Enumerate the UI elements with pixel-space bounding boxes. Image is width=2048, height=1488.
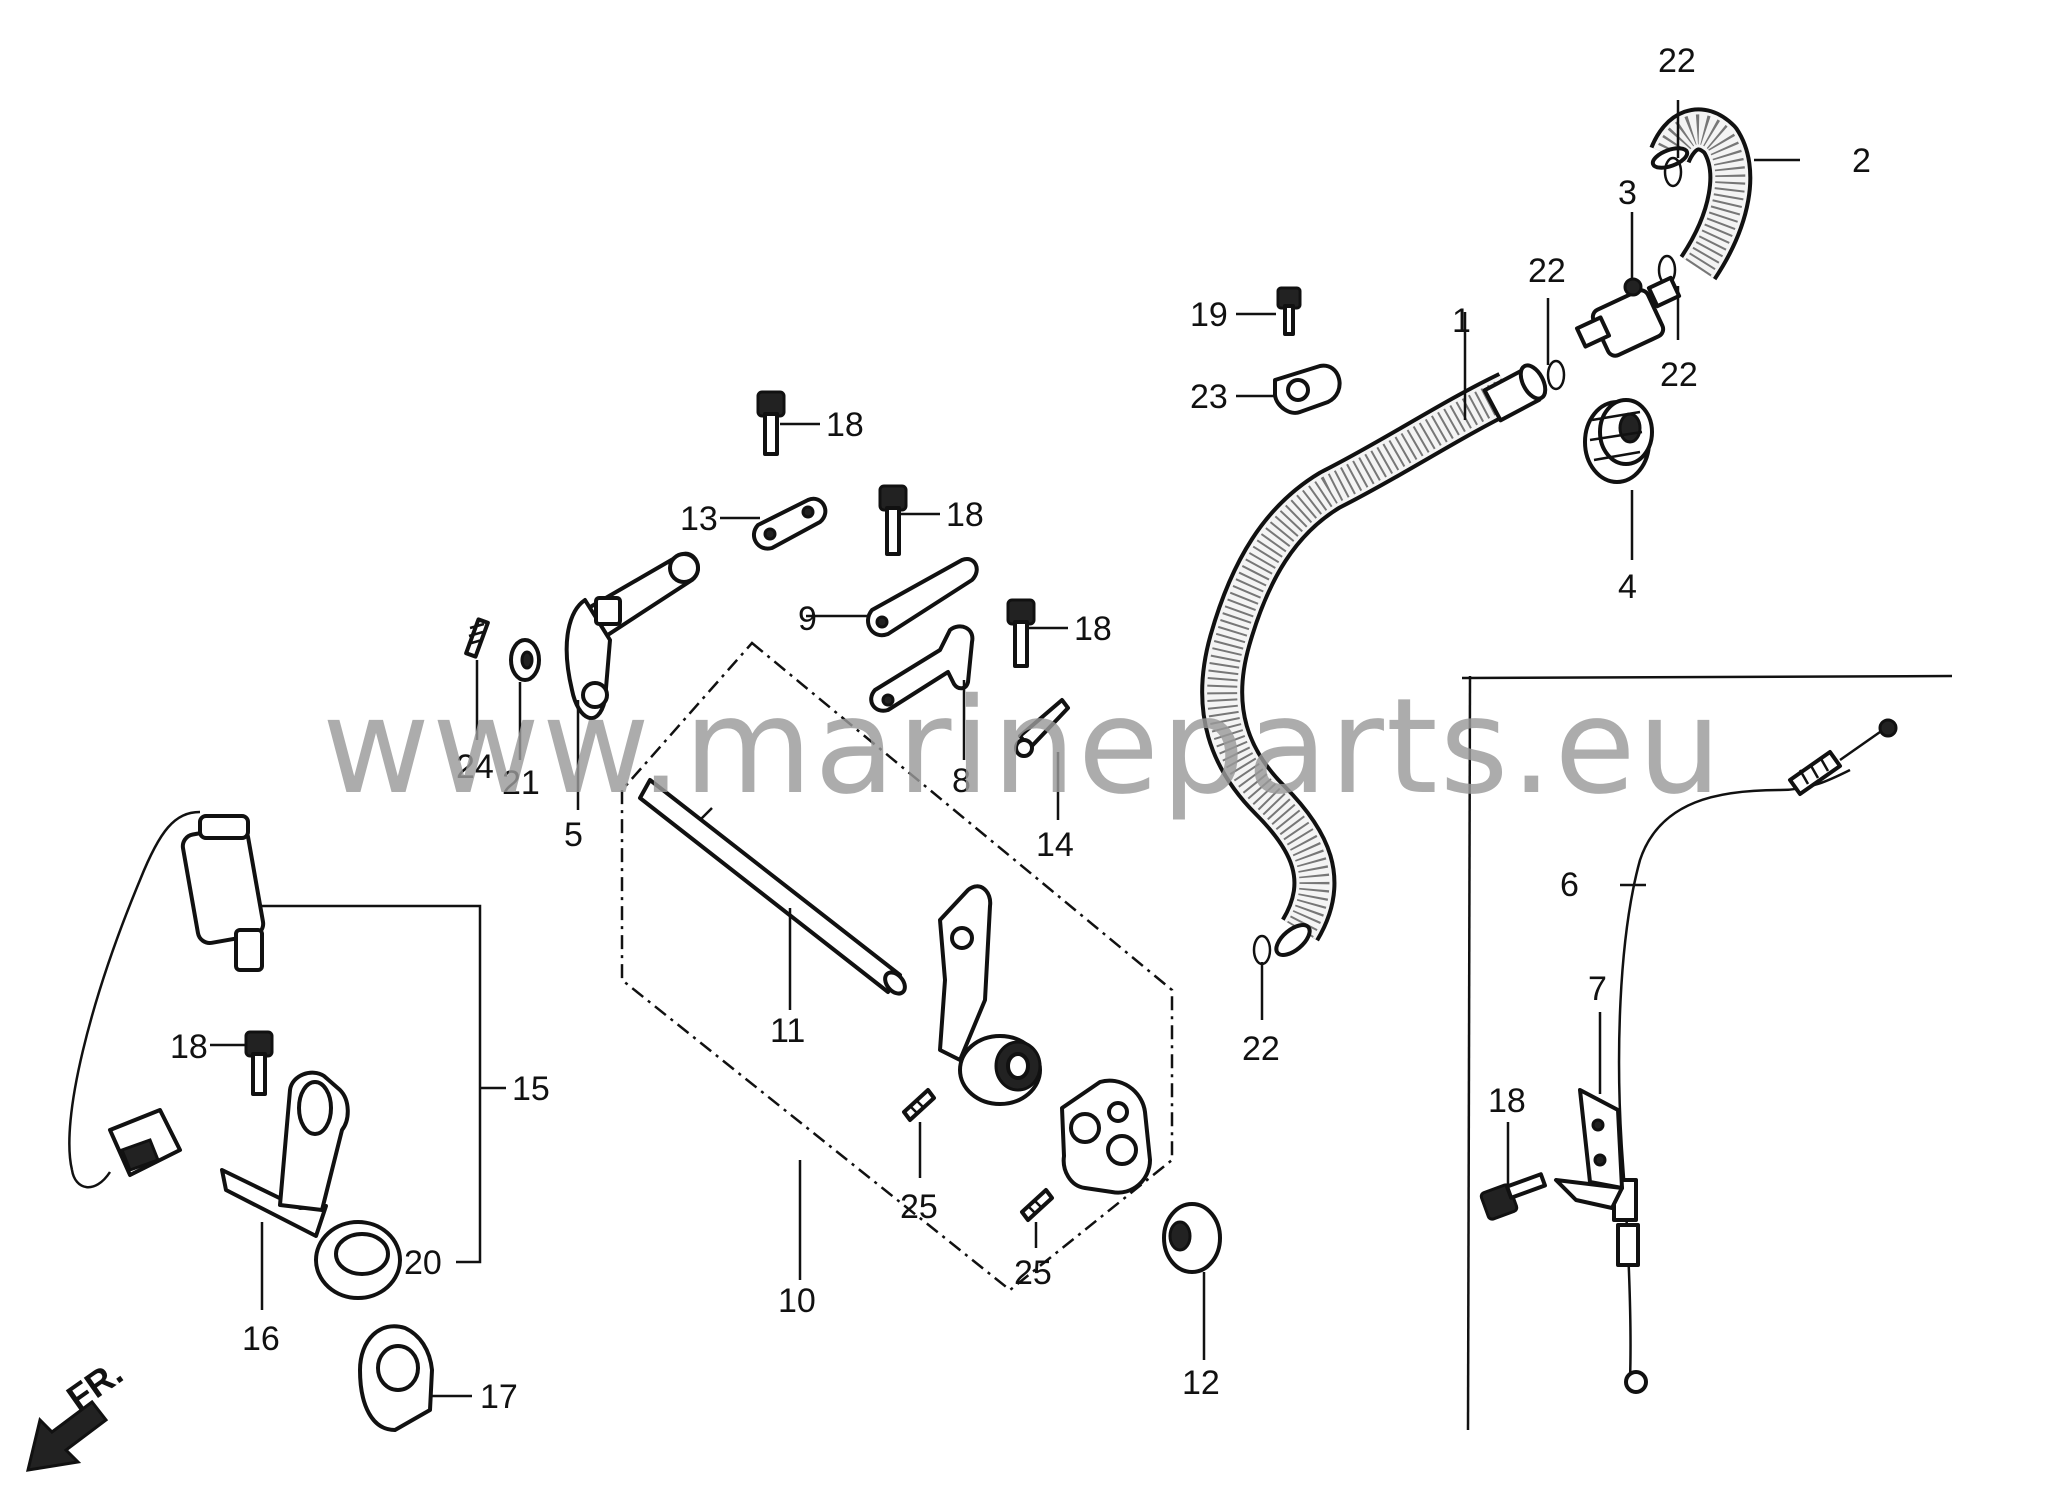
callout-18: 18 bbox=[946, 496, 984, 534]
callout-1: 1 bbox=[1452, 302, 1471, 340]
callout-7: 7 bbox=[1588, 970, 1607, 1008]
callout-2: 2 bbox=[1852, 142, 1871, 180]
callout-18: 18 bbox=[1488, 1082, 1526, 1120]
callout-5: 5 bbox=[564, 816, 583, 854]
callout-18: 18 bbox=[170, 1028, 208, 1066]
callout-10: 10 bbox=[778, 1282, 816, 1320]
ring-20-part bbox=[314, 1220, 402, 1300]
callout-13: 13 bbox=[680, 500, 718, 538]
inset-frame bbox=[1461, 674, 1953, 680]
callout-25: 25 bbox=[900, 1188, 938, 1226]
shaft-11-part bbox=[638, 778, 907, 996]
callout-21: 21 bbox=[502, 764, 540, 802]
spring-25-part bbox=[1020, 1188, 1054, 1222]
callout-12: 12 bbox=[1182, 1364, 1220, 1402]
bolt-18-part bbox=[756, 390, 786, 456]
spring-pin-24-part bbox=[464, 617, 490, 659]
callout-4: 4 bbox=[1618, 568, 1637, 606]
callout-22: 22 bbox=[1528, 252, 1566, 290]
bolt-18-part bbox=[1479, 1172, 1547, 1221]
clip-14-part bbox=[1014, 698, 1070, 758]
assembly-10-outline bbox=[620, 641, 1174, 1292]
fuel-fitting-part bbox=[1574, 275, 1682, 358]
grommet-12-part bbox=[1162, 1202, 1222, 1274]
clamp-23-part bbox=[1273, 363, 1342, 415]
bolt-18-part bbox=[1006, 598, 1036, 668]
callout-24: 24 bbox=[456, 748, 494, 786]
callout-16: 16 bbox=[242, 1320, 280, 1358]
callout-25: 25 bbox=[1014, 1254, 1052, 1292]
cam-part bbox=[1060, 1078, 1152, 1195]
lever-5-part bbox=[564, 551, 700, 721]
shift-arm-part bbox=[938, 884, 1042, 1106]
fuel-hose-part bbox=[1200, 363, 1548, 957]
callout-22: 22 bbox=[1242, 1030, 1280, 1068]
plate-13-part bbox=[752, 496, 828, 551]
callout-18: 18 bbox=[826, 406, 864, 444]
callout-labels: 1 2 3 4 5 6 7 8 9 10 11 12 13 14 15 16 1… bbox=[170, 42, 1871, 1416]
callout-11: 11 bbox=[770, 1012, 805, 1050]
fr-label: FR. bbox=[59, 1352, 130, 1419]
callout-6: 6 bbox=[1560, 866, 1579, 904]
return-hose-part bbox=[1649, 107, 1753, 281]
callout-17: 17 bbox=[480, 1378, 518, 1416]
grommet-part bbox=[1583, 398, 1654, 484]
front-direction-marker: FR. bbox=[26, 1352, 130, 1472]
callout-18: 18 bbox=[1074, 610, 1112, 648]
bracket-16-part bbox=[220, 1070, 350, 1238]
leader-lines bbox=[210, 100, 1800, 1398]
watermark-text: www.marineparts.eu bbox=[322, 670, 1723, 824]
switch-15-part bbox=[68, 810, 266, 1189]
callout-3: 3 bbox=[1618, 174, 1637, 212]
bolt-19-part bbox=[1276, 286, 1302, 336]
plate-9-part bbox=[866, 557, 979, 638]
callout-15: 15 bbox=[512, 1070, 550, 1108]
cable-6-part bbox=[1612, 718, 1898, 1394]
bolt-18-part bbox=[244, 1030, 274, 1096]
bracket-8-part bbox=[869, 624, 975, 713]
callout-8: 8 bbox=[952, 762, 971, 800]
bolt-18-part bbox=[878, 484, 908, 556]
callout-22: 22 bbox=[1660, 356, 1698, 394]
callout-22: 22 bbox=[1658, 42, 1696, 80]
callout-9: 9 bbox=[798, 600, 817, 638]
bracket-7-part bbox=[1554, 1088, 1624, 1210]
inset-frame bbox=[1466, 675, 1472, 1431]
spring-25-part bbox=[902, 1088, 936, 1122]
nut-21-part bbox=[509, 638, 541, 682]
callout-23: 23 bbox=[1190, 378, 1228, 416]
callout-20: 20 bbox=[404, 1244, 442, 1282]
holder-17-part bbox=[358, 1324, 434, 1432]
callout-19: 19 bbox=[1190, 296, 1228, 334]
callout-14: 14 bbox=[1036, 826, 1074, 864]
